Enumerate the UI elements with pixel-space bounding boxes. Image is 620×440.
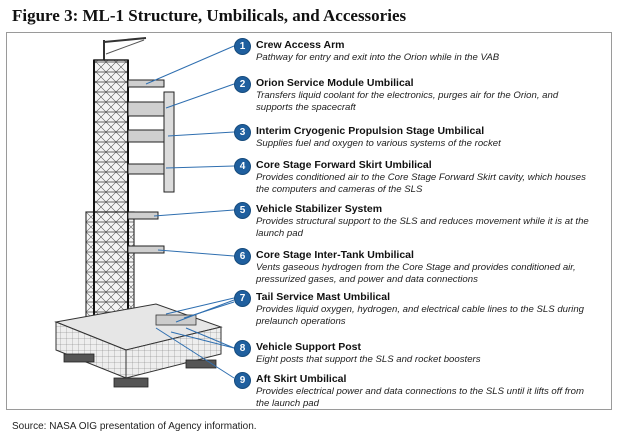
callout-title: Tail Service Mast Umbilical	[256, 291, 391, 303]
callout-description: Provides liquid oxygen, hydrogen, and el…	[256, 304, 584, 327]
callout-aft-skirt-umbilical: 9 Aft Skirt Umbilical Provides electrica…	[234, 372, 600, 410]
callout-title: Core Stage Forward Skirt Umbilical	[256, 159, 432, 171]
callout-core-stage-forward-skirt-umbilical: 4 Core Stage Forward Skirt Umbilical Pro…	[234, 158, 600, 196]
callout-vehicle-stabilizer-system: 5 Vehicle Stabilizer System Provides str…	[234, 202, 600, 240]
launch-tower	[85, 59, 135, 343]
callout-description: Pathway for entry and exit into the Orio…	[256, 52, 500, 63]
callout-description: Eight posts that support the SLS and roc…	[256, 354, 481, 365]
callout-number-badge: 4	[234, 158, 251, 175]
callout-description: Supplies fuel and oxygen to various syst…	[256, 138, 501, 149]
leader-lines	[145, 45, 235, 379]
callout-title: Crew Access Arm	[256, 39, 345, 51]
callout-crew-access-arm: 1 Crew Access Arm Pathway for entry and …	[234, 38, 600, 76]
callout-description: Vents gaseous hydrogen from the Core Sta…	[256, 262, 576, 285]
mobile-launcher-illustration	[54, 37, 235, 388]
callout-orion-service-module-umbilical: 2 Orion Service Module Umbilical Transfe…	[234, 76, 600, 114]
callout-number-badge: 9	[234, 372, 251, 389]
callout-description: Provides structural support to the SLS a…	[256, 216, 589, 239]
callout-description: Provides conditioned air to the Core Sta…	[256, 172, 586, 195]
callout-title: Vehicle Support Post	[256, 341, 362, 353]
callout-description: Provides electrical power and data conne…	[256, 386, 584, 409]
callout-number-badge: 6	[234, 248, 251, 265]
callout-vehicle-support-post: 8 Vehicle Support Post Eight posts that …	[234, 340, 600, 378]
crawler-treads	[63, 353, 217, 388]
source-note: Source: NASA OIG presentation of Agency …	[12, 421, 257, 432]
callout-number-badge: 7	[234, 290, 251, 307]
callout-description: Transfers liquid coolant for the electro…	[256, 90, 559, 113]
figure-frame	[6, 32, 612, 410]
callout-title: Interim Cryogenic Propulsion Stage Umbil…	[256, 125, 485, 137]
callout-number-badge: 2	[234, 76, 251, 93]
callout-title: Aft Skirt Umbilical	[256, 373, 347, 385]
callout-core-stage-inter-tank-umbilical: 6 Core Stage Inter-Tank Umbilical Vents …	[234, 248, 600, 286]
callout-tail-service-mast-umbilical: 7 Tail Service Mast Umbilical Provides l…	[234, 290, 600, 328]
callout-number-badge: 8	[234, 340, 251, 357]
callout-number-badge: 1	[234, 38, 251, 55]
tower-crane	[103, 37, 147, 60]
figure-title: Figure 3: ML-1 Structure, Umbilicals, an…	[12, 6, 407, 25]
callout-number-badge: 5	[234, 202, 251, 219]
mobile-launcher-base	[54, 303, 223, 379]
callout-title: Orion Service Module Umbilical	[256, 77, 414, 89]
callout-title: Core Stage Inter-Tank Umbilical	[256, 249, 414, 261]
callout-title: Vehicle Stabilizer System	[256, 203, 383, 215]
callout-icps-umbilical: 3 Interim Cryogenic Propulsion Stage Umb…	[234, 124, 600, 162]
umbilical-arms	[127, 79, 175, 254]
callout-number-badge: 3	[234, 124, 251, 141]
